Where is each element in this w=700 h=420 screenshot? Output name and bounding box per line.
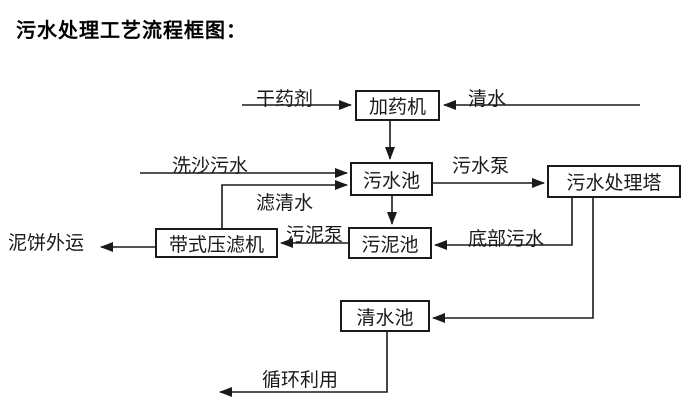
node-sludge-pool: 污泥池 xyxy=(348,227,432,259)
label-mud-cake-out: 泥饼外运 xyxy=(8,233,85,254)
label-dry-chemical: 干药剂 xyxy=(256,89,314,110)
label-sewage-pump: 污水泵 xyxy=(452,156,510,177)
node-clear-water-pool: 清水池 xyxy=(340,300,430,332)
label-filtered-water: 滤清水 xyxy=(256,193,314,214)
diagram-title: 污水处理工艺流程框图： xyxy=(16,20,247,42)
node-sludge-pool-label: 污泥池 xyxy=(361,234,419,256)
arrow-filtered-water-to-sewage xyxy=(221,180,348,228)
node-treatment-tower: 污水处理塔 xyxy=(547,165,681,198)
node-treatment-tower-label: 污水处理塔 xyxy=(566,173,662,194)
label-sludge-pump: 污泥泵 xyxy=(286,225,344,246)
node-sewage-pool: 污水池 xyxy=(350,162,433,196)
arrow-bottom-sewage-to-sludge xyxy=(434,198,573,250)
label-clear-water: 清水 xyxy=(468,89,507,110)
node-clear-water-pool-label: 清水池 xyxy=(356,307,414,329)
arrow-clear-pool-to-recycle xyxy=(219,332,388,397)
label-sand-washing-sewage: 洗沙污水 xyxy=(172,156,249,177)
label-bottom-sewage: 底部污水 xyxy=(468,229,545,250)
node-dosing-machine: 加药机 xyxy=(355,90,440,121)
node-sewage-pool-label: 污水池 xyxy=(362,170,420,192)
node-belt-filter-press: 带式压滤机 xyxy=(155,228,278,258)
arrow-tower-to-clear-pool xyxy=(432,198,594,323)
node-belt-filter-press-label: 带式压滤机 xyxy=(168,234,264,256)
label-recycle-use: 循环利用 xyxy=(262,370,339,391)
node-dosing-machine-label: 加药机 xyxy=(368,97,426,118)
